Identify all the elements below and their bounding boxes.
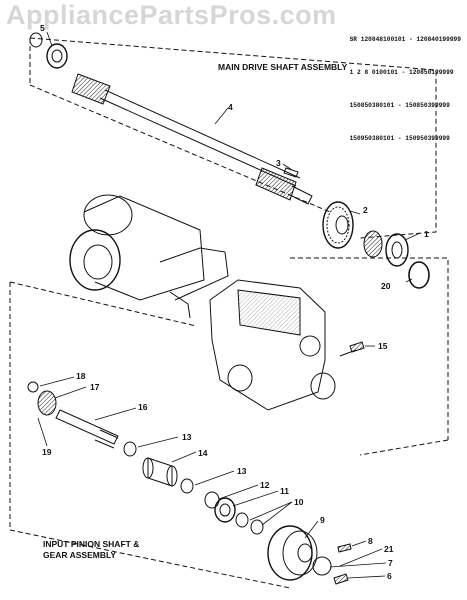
ring-part bbox=[204, 491, 220, 509]
washer-part bbox=[180, 478, 194, 494]
callout-19: 19 bbox=[42, 447, 52, 457]
bearing-part bbox=[46, 43, 68, 69]
housing-right-part bbox=[209, 279, 357, 411]
watermark-logo: AppliancePartsPros.com bbox=[6, 0, 337, 30]
bearing-set-part bbox=[363, 230, 409, 267]
main-drive-shaft-part bbox=[71, 73, 313, 205]
pinion-dashed-box bbox=[9, 257, 449, 589]
small-ring-part bbox=[27, 381, 39, 393]
callout-9: 9 bbox=[320, 515, 325, 525]
callout-20: 20 bbox=[381, 281, 391, 291]
callout-5: 5 bbox=[40, 23, 45, 33]
plug-part bbox=[349, 341, 365, 353]
serial-range-line: SR 120848100101 - 120840199999 bbox=[349, 36, 461, 43]
serial-range-block: SR 120848100101 - 120840199999 1 2 8 010… bbox=[350, 12, 461, 155]
key-part bbox=[283, 167, 299, 178]
callout-10: 10 bbox=[294, 497, 304, 507]
callout-1: 1 bbox=[424, 229, 429, 239]
bolt-part bbox=[333, 573, 349, 585]
callout-14: 14 bbox=[198, 448, 208, 458]
callout-4: 4 bbox=[228, 102, 233, 112]
main-drive-shaft-title: MAIN DRIVE SHAFT ASSEMBLY bbox=[218, 62, 348, 72]
callout-17: 17 bbox=[90, 382, 100, 392]
washer-part bbox=[235, 512, 249, 528]
callout-2: 2 bbox=[363, 205, 368, 215]
bearing-part bbox=[214, 497, 236, 523]
main-shaft-dashed-box bbox=[29, 37, 437, 239]
callout-16: 16 bbox=[138, 402, 148, 412]
pinion-gear-part bbox=[37, 390, 57, 416]
retaining-ring-part bbox=[408, 261, 430, 289]
callout-13: 13 bbox=[182, 432, 192, 442]
pulley-part bbox=[267, 525, 318, 581]
input-pinion-title: INPUT PINION SHAFT & GEAR ASSEMBLY bbox=[43, 539, 140, 560]
serial-range-line: 1 2 8 0100101 - 120850199999 bbox=[349, 69, 454, 76]
gear-part bbox=[322, 201, 354, 249]
snap-ring-part bbox=[29, 32, 43, 48]
pin-part bbox=[337, 543, 352, 553]
callout-7: 7 bbox=[388, 558, 393, 568]
callout-6: 6 bbox=[387, 571, 392, 581]
callout-18: 18 bbox=[76, 371, 86, 381]
housing-left-part bbox=[69, 194, 229, 319]
callout-21: 21 bbox=[384, 544, 394, 554]
washer-part bbox=[312, 556, 332, 576]
pinion-shaft-part bbox=[55, 409, 119, 449]
callout-15: 15 bbox=[378, 341, 388, 351]
callout-13b: 13 bbox=[237, 466, 247, 476]
serial-range-line: 150950380101 - 150950399999 bbox=[349, 135, 450, 142]
washer-part bbox=[250, 519, 264, 535]
callout-11: 11 bbox=[280, 486, 289, 496]
callout-3: 3 bbox=[276, 158, 281, 168]
callout-12: 12 bbox=[260, 480, 270, 490]
serial-range-line: 150850380101 - 150850399999 bbox=[349, 102, 450, 109]
washer-part bbox=[123, 441, 137, 457]
callout-8: 8 bbox=[368, 536, 373, 546]
